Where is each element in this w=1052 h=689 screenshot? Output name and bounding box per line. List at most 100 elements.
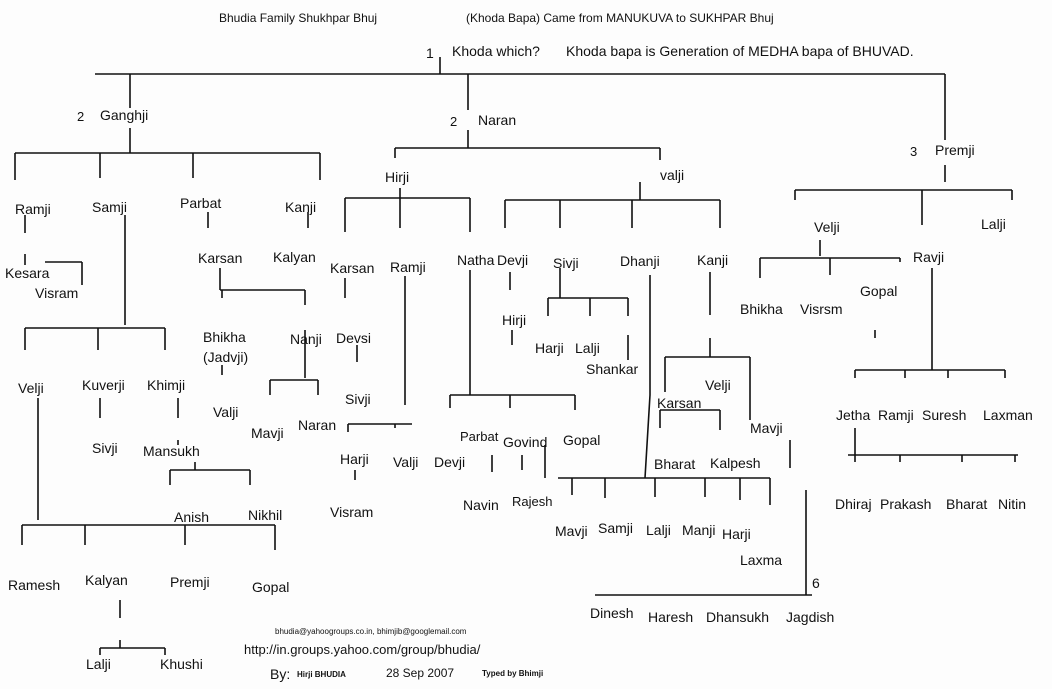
node-dhansukh: Dhansukh — [706, 609, 770, 625]
node-nikhil: Nikhil — [248, 507, 283, 523]
node-samji-d: Samji — [598, 520, 634, 536]
node-kalyan-s: Kalyan — [85, 572, 128, 588]
node-ramji-g: Ramji — [15, 201, 51, 217]
node-sivji-s: Sivji — [92, 440, 118, 456]
node-ramji-r: Ramji — [878, 407, 914, 423]
node-visram-h: Visram — [330, 504, 374, 520]
node-lalji-p: Lalji — [981, 216, 1006, 232]
node-visram-g: Visram — [35, 285, 79, 301]
node-harji-v: Harji — [535, 340, 564, 356]
generation-mark-2a: 2 — [77, 109, 85, 124]
node-gopal-s: Gopal — [252, 579, 290, 595]
node-jagdish: Jagdish — [786, 609, 835, 625]
node-kanji-g: Kanji — [285, 199, 317, 215]
node-bharat-k: Bharat — [654, 456, 696, 472]
node-laxman: Laxman — [983, 407, 1033, 423]
node-lalji-v: Lalji — [575, 340, 600, 356]
node-parbat: Parbat — [180, 195, 222, 211]
node-bhikha-g: Bhikha — [203, 329, 246, 345]
node-mansukh: Mansukh — [143, 443, 200, 459]
node-valji-g: Valji — [213, 404, 239, 420]
node-velji-p: Velji — [814, 219, 840, 235]
node-suresh: Suresh — [922, 407, 967, 423]
node-lalji-s: Lalji — [86, 656, 111, 672]
node-anish: Anish — [174, 509, 210, 525]
node-ravji: Ravji — [913, 249, 945, 265]
node-nanji: Nanji — [290, 331, 322, 347]
node-six: 6 — [812, 575, 820, 591]
footer-emails: bhudia@yahoogroups.co.in, bhimjib@google… — [275, 627, 467, 636]
node-kuverji: Kuverji — [82, 377, 125, 393]
generation-mark-1: 1 — [426, 45, 434, 61]
node-valji-h: Valji — [393, 454, 419, 470]
node-haresh: Haresh — [648, 609, 694, 625]
node-khushi: Khushi — [160, 656, 203, 672]
origin-note: Khoda bapa is Generation of MEDHA bapa o… — [566, 43, 914, 59]
node-harji-h: Harji — [340, 451, 369, 467]
node-premji: Premji — [935, 142, 975, 158]
node-dhiraj: Dhiraj — [835, 496, 872, 512]
node-hirji: Hirji — [385, 169, 410, 185]
node-navin: Navin — [463, 497, 499, 513]
node-kanji-v: Kanji — [697, 252, 729, 268]
node-kalyan-g: Kalyan — [273, 249, 316, 265]
node-karsan-g: Karsan — [198, 250, 243, 266]
node-shankar: Shankar — [586, 361, 639, 377]
node-velji-k: Velji — [705, 377, 731, 393]
node-mavji-g: Mavji — [251, 425, 284, 441]
node-naran: Naran — [478, 112, 517, 128]
chart-subtitle: (Khoda Bapa) Came from MANUKUVA to SUKHP… — [466, 11, 774, 25]
node-devji-n: Devji — [434, 454, 466, 470]
node-prakash: Prakash — [880, 496, 932, 512]
node-govind: Govind — [503, 434, 548, 450]
generation-mark-2b: 2 — [450, 114, 458, 129]
node-karsan-h: Karsan — [330, 260, 375, 276]
node-nitin: Nitin — [998, 496, 1027, 512]
node-natha: Natha — [457, 252, 495, 268]
footer-url: http://in.groups.yahoo.com/group/bhudia/ — [244, 642, 481, 657]
node-gopal-n: Gopal — [563, 432, 601, 448]
node-kalpesh: Kalpesh — [710, 455, 761, 471]
node-mavji-k: Mavji — [750, 420, 783, 436]
chart-title: Bhudia Family Shukhpar Bhuj — [219, 11, 378, 25]
node-jadvji: (Jadvji) — [203, 349, 249, 365]
node-sivji-h: Sivji — [345, 391, 371, 407]
node-khimji: Khimji — [147, 377, 186, 393]
node-rajesh: Rajesh — [512, 494, 553, 509]
node-mavji-d: Mavji — [555, 523, 588, 539]
node-devsi: Devsi — [336, 330, 372, 346]
footer-date: 28 Sep 2007 — [386, 666, 455, 680]
node-velji-s: Velji — [18, 380, 44, 396]
node-jetha: Jetha — [836, 407, 871, 423]
node-ganghji: Ganghji — [100, 107, 149, 123]
node-parbat-n: Parbat — [460, 429, 499, 444]
node-dhanji: Dhanji — [620, 253, 660, 269]
question-label: Khoda which? — [452, 43, 540, 59]
node-harji-d: Harji — [722, 526, 751, 542]
node-visrsm: Visrsm — [800, 301, 843, 317]
node-bharat-r: Bharat — [946, 496, 988, 512]
node-samji-g: Samji — [92, 199, 128, 215]
node-kesara: Kesara — [5, 265, 50, 281]
node-naran-g: Naran — [298, 417, 337, 433]
generation-mark-3: 3 — [910, 144, 918, 159]
node-sivji-v: Sivji — [553, 255, 579, 271]
node-gopal-p: Gopal — [860, 283, 898, 299]
node-premji-s: Premji — [170, 574, 210, 590]
node-ramesh: Ramesh — [8, 577, 61, 593]
node-bhikha-p: Bhikha — [740, 301, 783, 317]
node-laxma: Laxma — [740, 552, 783, 568]
node-valji-n: valji — [660, 167, 685, 183]
node-dinesh: Dinesh — [590, 605, 634, 621]
footer-typed-by: Typed by Bhimji — [482, 669, 544, 678]
node-ramji-h: Ramji — [390, 259, 426, 275]
node-karsan-k: Karsan — [657, 395, 702, 411]
node-lalji-d: Lalji — [646, 522, 671, 538]
footer-author: Hirji BHUDIA — [297, 670, 346, 679]
node-devji-v: Devji — [497, 252, 529, 268]
node-hirji-v: Hirji — [502, 312, 527, 328]
footer-by-label: By: — [270, 666, 291, 682]
node-manji: Manji — [682, 522, 716, 538]
